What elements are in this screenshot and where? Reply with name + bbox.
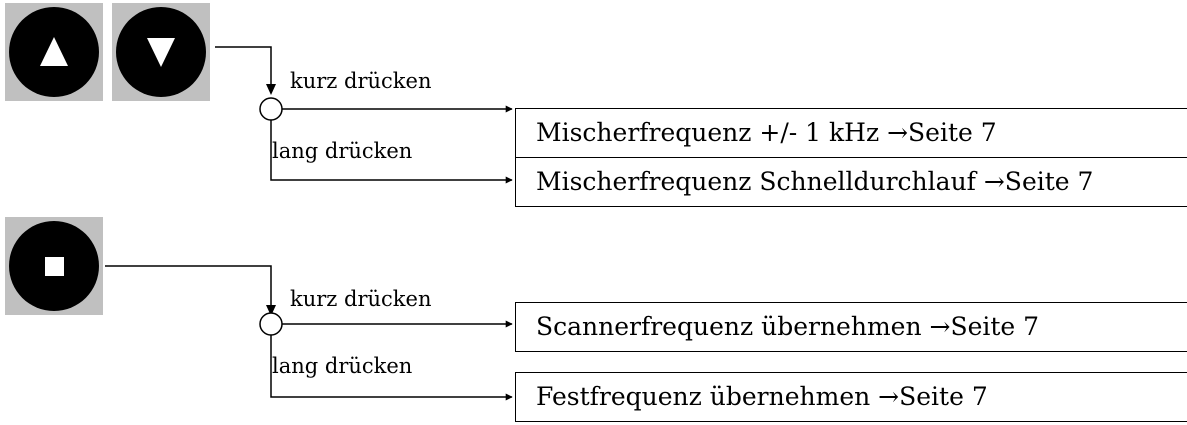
group1-short-target-text: Mischerfrequenz +/- 1 kHz →Seite 7 [536,118,997,147]
group1-connector [215,46,513,184]
group2-short-press-label: kurz drücken [290,287,432,311]
group2-connector [105,265,513,401]
group2-short-target-text: Scannerfrequenz übernehmen →Seite 7 [536,312,1040,341]
triangle-down-icon [147,38,175,67]
triangle-up-icon [40,37,68,66]
group2-long-press-label: lang drücken [272,354,413,378]
group2-long-target-box: Festfrequenz übernehmen →Seite 7 [515,372,1187,422]
group1-short-target-box: Mischerfrequenz +/- 1 kHz →Seite 7 [515,108,1187,158]
square-stop-icon [45,257,64,276]
group1-long-target-box: Mischerfrequenz Schnelldurchlauf →Seite … [515,157,1187,207]
group2-short-target-box: Scannerfrequenz übernehmen →Seite 7 [515,302,1187,352]
group1-long-target-text: Mischerfrequenz Schnelldurchlauf →Seite … [536,167,1094,196]
group2-long-target-text: Festfrequenz übernehmen →Seite 7 [536,382,988,411]
stop-button[interactable] [5,217,103,315]
group1-long-press-label: lang drücken [272,139,413,163]
up-button[interactable] [5,3,103,101]
group1-short-press-label: kurz drücken [290,69,432,93]
down-button[interactable] [112,3,210,101]
